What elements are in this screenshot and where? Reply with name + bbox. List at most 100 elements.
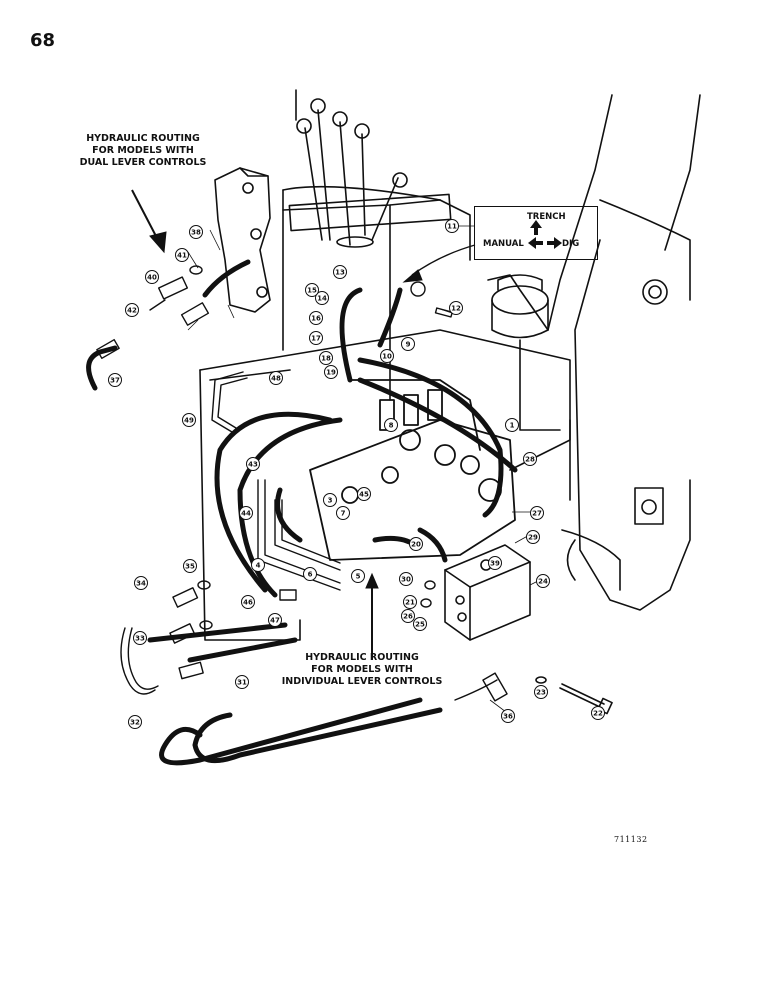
part-label-circle [488,556,502,570]
part-label-39: 39 [488,556,502,570]
part-label-circle [534,685,548,699]
part-label-circle [409,537,423,551]
part-label-text: 6 [308,571,313,579]
part-label-24: 24 [536,574,550,588]
part-label-text: 9 [406,341,411,349]
part-label-15: 15 [305,283,319,297]
part-label-text: 23 [536,689,546,697]
part-label-22: 22 [591,706,605,720]
part-label-19: 19 [324,365,338,379]
part-label-4: 4 [251,558,265,572]
part-label-text: 38 [191,229,201,237]
part-label-text: 14 [317,295,327,303]
part-label-circle [315,291,329,305]
part-label-circle [246,457,260,471]
part-label-45: 45 [357,487,371,501]
part-label-17: 17 [309,331,323,345]
part-label-36: 36 [501,709,515,723]
hydraulic-hoses [86,259,518,766]
part-label-circle [536,574,550,588]
part-label-circle [251,558,265,572]
part-label-circle [501,709,515,723]
part-label-text: 31 [237,679,247,687]
part-label-text: 4 [256,562,261,570]
part-label-12: 12 [449,301,463,315]
part-label-48: 48 [269,371,283,385]
control-pattern-decal: TRENCH MANUAL DIG [474,206,598,260]
part-label-text: 45 [359,491,369,499]
part-label-circle [336,506,350,520]
part-label-text: 5 [356,573,361,581]
arrow-left-icon [528,237,543,249]
part-label-text: 19 [326,369,336,377]
arrow-up-pointer-icon [365,572,379,660]
part-label-circle [269,371,283,385]
part-label-31: 31 [235,675,249,689]
part-label-text: 18 [321,355,331,363]
part-label-text: 13 [335,269,345,277]
part-label-8: 8 [384,418,398,432]
part-label-group: 1345678910111213141516171819202122232425… [108,219,605,729]
part-label-42: 42 [125,303,139,317]
part-label-10: 10 [380,349,394,363]
figure-id: 711132 [614,835,648,844]
part-label-23: 23 [534,685,548,699]
part-label-circle [133,631,147,645]
part-label-circle [309,311,323,325]
part-label-46: 46 [241,595,255,609]
part-label-circle [401,337,415,351]
part-label-3: 3 [323,493,337,507]
part-label-circle [591,706,605,720]
part-label-text: 29 [528,534,538,542]
part-label-14: 14 [315,291,329,305]
part-label-26: 26 [401,609,415,623]
part-label-text: 41 [177,252,187,260]
part-label-text: 27 [532,510,542,518]
part-label-49: 49 [182,413,196,427]
part-label-1: 1 [505,418,519,432]
part-label-text: 34 [136,580,146,588]
part-label-text: 15 [307,287,317,295]
part-label-text: 25 [415,621,425,629]
part-label-text: 11 [447,223,457,231]
part-label-38: 38 [189,225,203,239]
relief-valve-housing [444,544,531,641]
part-label-circle [445,219,459,233]
decal-dig-label: DIG [562,239,580,249]
leader-lines [187,225,541,716]
part-label-text: 20 [411,541,421,549]
console-tower [282,89,471,401]
callout-individual-line-2: FOR MODELS WITH [311,664,413,675]
callout-dual-lever: HYDRAULIC ROUTING FOR MODELS WITH DUAL L… [58,133,228,169]
decal-manual-label: MANUAL [483,239,524,249]
part-label-circle [526,530,540,544]
callout-dual-line-1: HYDRAULIC ROUTING [86,133,200,144]
part-label-text: 32 [130,719,140,727]
hydraulic-tubes [120,299,498,701]
part-label-text: 21 [405,599,415,607]
part-label-circle [235,675,249,689]
part-label-13: 13 [333,265,347,279]
part-label-text: 16 [311,315,321,323]
part-label-circle [449,301,463,315]
part-label-circle [145,270,159,284]
arrow-right-icon [547,237,562,249]
part-label-circle [384,418,398,432]
callout-dual-line-2: FOR MODELS WITH [92,145,194,156]
part-label-text: 10 [382,353,392,361]
part-label-34: 34 [134,576,148,590]
part-label-circle [108,373,122,387]
part-label-circle [239,506,253,520]
callout-individual-line-3: INDIVIDUAL LEVER CONTROLS [281,676,443,687]
callout-individual-line-1: HYDRAULIC ROUTING [305,652,419,663]
part-label-text: 8 [389,422,394,430]
part-label-text: 39 [490,560,500,568]
part-label-40: 40 [145,270,159,284]
part-label-circle [175,248,189,262]
part-label-text: 37 [110,377,120,385]
part-label-text: 44 [241,510,251,518]
arrow-up-icon [530,220,542,235]
part-label-circle [128,715,142,729]
part-label-44: 44 [239,506,253,520]
